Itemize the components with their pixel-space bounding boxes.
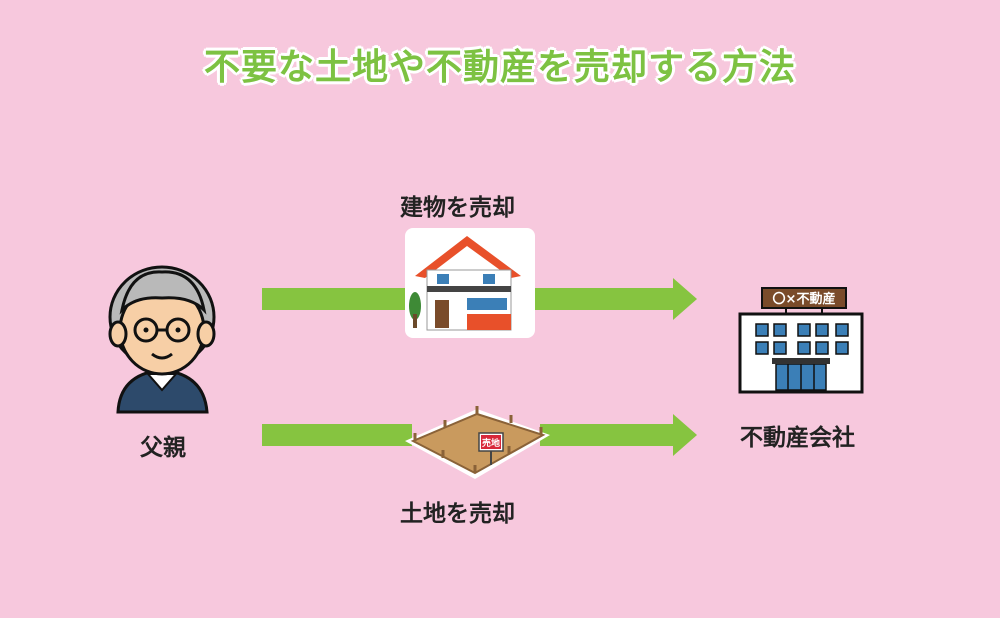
real-estate-office-icon: 〇×不動産 bbox=[738, 287, 864, 394]
land-arrow-right bbox=[540, 424, 675, 446]
father-icon bbox=[108, 265, 216, 414]
land-arrow-head bbox=[673, 414, 697, 456]
company-sign-label: 〇×不動産 bbox=[773, 291, 836, 307]
building-flow-label: 建物を売却 bbox=[400, 195, 515, 221]
land-flow-label: 土地を売却 bbox=[400, 501, 515, 527]
father-label: 父親 bbox=[140, 435, 186, 461]
land-arrow-left bbox=[262, 424, 412, 446]
building-arrow-head bbox=[673, 278, 697, 320]
company-label: 不動産会社 bbox=[740, 425, 855, 451]
page-title: 不要な土地や不動産を売却する方法 bbox=[203, 47, 796, 88]
land-plot-icon: 売地 bbox=[405, 406, 550, 479]
land-sign-label: 売地 bbox=[482, 437, 500, 449]
building-arrow-left bbox=[262, 288, 412, 310]
house-icon bbox=[405, 228, 535, 338]
building-arrow-right bbox=[520, 288, 675, 310]
